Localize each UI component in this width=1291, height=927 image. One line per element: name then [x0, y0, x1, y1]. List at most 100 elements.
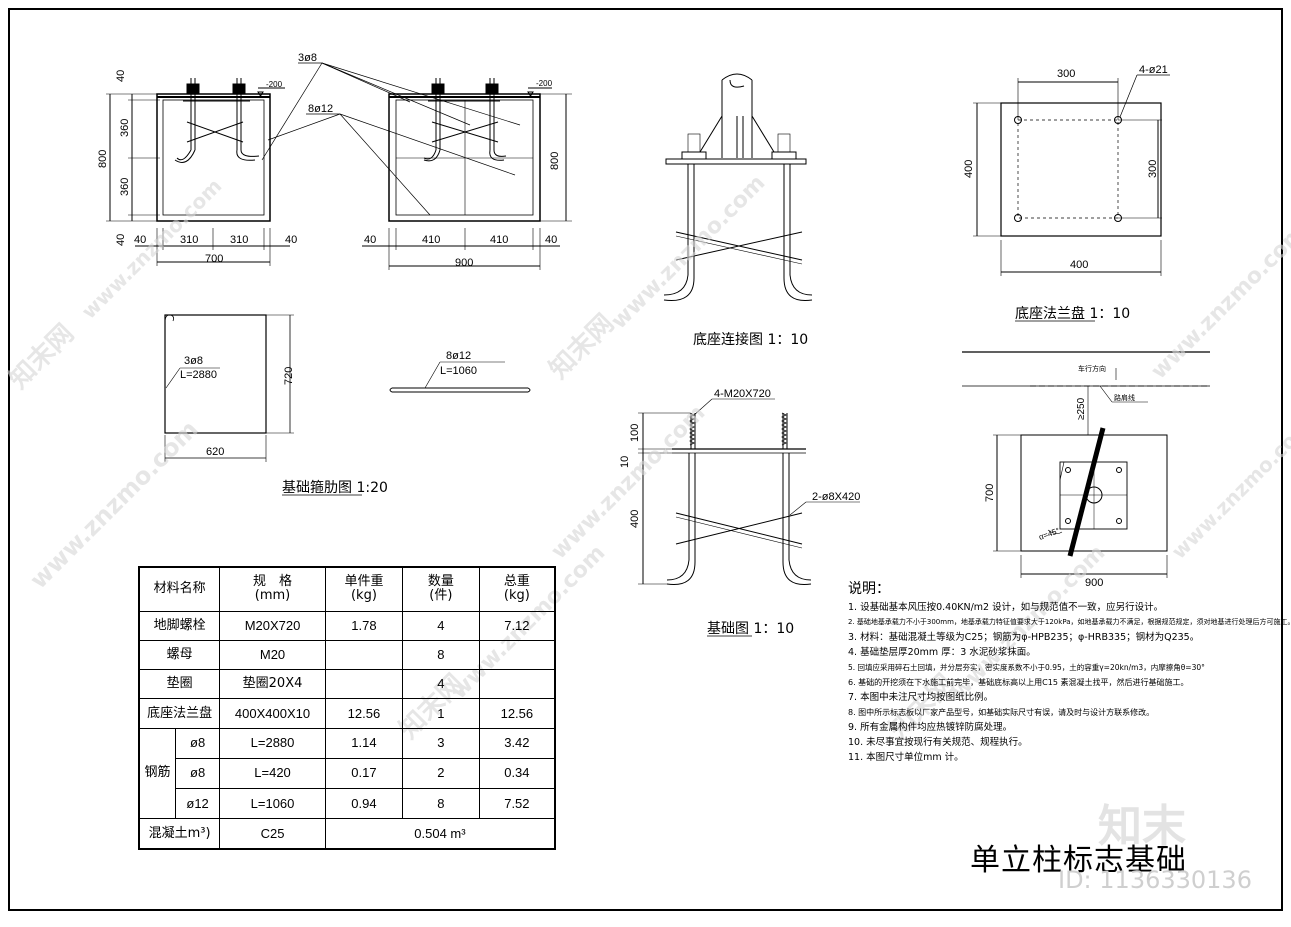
svg-text:知末网: 知末网	[4, 319, 80, 395]
svg-text:www.znzmo.com: www.znzmo.com	[1167, 414, 1291, 564]
row-qty: 8	[402, 640, 480, 671]
watermark-id: ID: 1136330136	[1058, 866, 1252, 894]
bar2-length: L=1060	[440, 365, 477, 377]
rebar-leaders	[261, 62, 521, 216]
elevation-left	[106, 78, 290, 266]
row-name: 地脚螺栓	[138, 610, 221, 642]
row-qty: 1	[402, 698, 480, 729]
concrete-volume: 0.504 m³	[324, 818, 556, 850]
row-total	[478, 669, 556, 700]
concrete-grade: C25	[219, 818, 326, 850]
svg-text:www.znzmo.com: www.znzmo.com	[77, 174, 227, 324]
dim-left-h-310b: 310	[230, 234, 248, 246]
row-qty: 4	[402, 610, 480, 642]
material-table: 材料名称 规 格 (mm) 单件重 (kg) 数量 (件) 总重 (kg) 地脚…	[138, 566, 556, 850]
table-row: 螺母 M20 8	[138, 640, 556, 671]
foundation-dim-400: 400	[629, 510, 641, 528]
notes-block: 说明： 1. 设基础基本风压按0.40KN/m2 设计，如与规范值不一致，应另行…	[848, 578, 1291, 765]
rebar-spec: L=2880	[219, 727, 326, 759]
concrete-label: 混凝土m³)	[138, 818, 221, 850]
flange-left-dim: 400	[963, 160, 975, 178]
note-item: 4. 基础垫层厚20mm 厚：3 水泥砂浆抹面。	[848, 647, 1036, 658]
rebar-spec: L=420	[219, 757, 326, 790]
row-total: 12.56	[478, 698, 556, 729]
plan-angle: α=45°	[1038, 526, 1061, 542]
row-spec: 垫圈20X4	[219, 669, 326, 700]
rebar-total: 3.42	[478, 727, 556, 759]
dim-left-h-40b: 40	[285, 234, 297, 246]
plan-lane-label: 车行方向	[1078, 364, 1106, 373]
row-spec: 400X400X10	[219, 698, 326, 729]
table-row: 底座法兰盘 400X400X10 12.56 1 12.56	[138, 698, 556, 729]
foundation-rebar: 2-ø8X420	[812, 491, 860, 503]
note-item: 11. 本图尺寸单位mm 计。	[848, 752, 964, 763]
row-unit	[324, 640, 404, 671]
foundation-drawing	[638, 398, 860, 586]
flange-top-dim: 300	[1057, 68, 1075, 80]
stirrup-height: 720	[283, 367, 295, 385]
connection-drawing	[663, 73, 813, 302]
rebar-label: 钢筋	[138, 727, 177, 820]
note-item: 10. 未尽事宜按现行有关规范、规程执行。	[848, 737, 1028, 748]
rebar-total: 7.52	[478, 788, 556, 820]
dim-left-40-top: 40	[115, 70, 127, 82]
dim-left-700: 700	[205, 253, 223, 265]
stirrup-drawing	[164, 314, 294, 462]
table-row-rebar: 钢筋 ø8 L=2880 1.14 3 3.42	[138, 727, 556, 820]
stirrup-width: 620	[206, 446, 224, 458]
rebar-dia: ø8	[175, 757, 221, 790]
outer-frame	[8, 8, 1283, 911]
bar2-rebar: 8ø12	[446, 350, 471, 362]
rebar-dia: ø12	[175, 788, 221, 820]
note-item: 5. 回填应采用碎石土回填，并分层夯实，密实度系数不小于0.95，土的容重γ=2…	[848, 663, 1205, 672]
flange-bottom-dim: 400	[1070, 259, 1088, 271]
flange-drawing	[973, 74, 1170, 276]
row-unit	[324, 669, 404, 700]
table-row-rebar: ø8 L=420 0.17 2 0.34	[139, 757, 556, 790]
rebar-total: 0.34	[478, 757, 556, 790]
annot-3phi8: 3ø8	[298, 52, 317, 64]
level-right: -200	[536, 79, 553, 88]
foundation-bolt: 4-M20X720	[714, 388, 771, 400]
plan-dim-700: 700	[984, 484, 996, 502]
dim-left-h-310a: 310	[180, 234, 198, 246]
row-name: 底座法兰盘	[138, 698, 221, 729]
connection-title: 底座连接图 1：10	[693, 331, 808, 348]
rebar-qty: 3	[402, 727, 480, 759]
note-item: 3. 材料：基础混凝土等级为C25；钢筋为φ-HPB235；φ-HRB335；钢…	[848, 632, 1200, 643]
table-header-row: 材料名称 规 格 (mm) 单件重 (kg) 数量 (件) 总重 (kg)	[138, 566, 556, 612]
plan-dim-900: 900	[1085, 577, 1103, 589]
elevation-right	[362, 78, 572, 270]
watermark-brand: 知末	[1098, 801, 1186, 852]
row-name: 螺母	[138, 640, 221, 671]
rebar-spec: L=1060	[219, 788, 326, 820]
flange-right-dim: 300	[1147, 160, 1159, 178]
table-header-qty: 数量 (件)	[402, 566, 480, 612]
plan-edge-label: 路肩线	[1114, 393, 1135, 402]
row-name: 垫圈	[138, 669, 221, 700]
drawing-title: 单立柱标志基础	[970, 843, 1187, 878]
row-qty: 4	[402, 669, 480, 700]
rebar-dia: ø8	[175, 727, 221, 759]
dim-right-h-40a: 40	[364, 234, 376, 246]
rebar-unit: 0.17	[324, 757, 404, 790]
table-header-unit: 单件重 (kg)	[324, 566, 404, 612]
table-header-spec: 规 格 (mm)	[219, 566, 326, 612]
dim-left-360-a: 360	[119, 119, 131, 137]
note-item: 7. 本图中未注尺寸均按图纸比例。	[848, 692, 994, 703]
row-unit: 12.56	[324, 698, 404, 729]
dim-right-h-410b: 410	[490, 234, 508, 246]
table-row-concrete: 混凝土m³) C25 0.504 m³	[138, 818, 556, 850]
dim-right-h-410a: 410	[422, 234, 440, 246]
stirrup-rebar: 3ø8	[184, 355, 203, 367]
foundation-title: 基础图 1：10	[707, 620, 794, 637]
svg-text:www.znzmo.com: www.znzmo.com	[1147, 220, 1291, 384]
dim-right-800: 800	[549, 152, 561, 170]
note-item: 2. 基础地基承载力不小于300mm，地基承载力特征值要求大于120kPa，如地…	[848, 618, 1291, 626]
note-item: 6. 基础的开挖须在下水施工前完毕，基础底标高以上用C15 素混凝土找平，然后进…	[848, 678, 1189, 687]
foundation-dim-100: 100	[629, 424, 641, 442]
plan-drawing	[962, 351, 1210, 578]
table-row: 地脚螺栓 M20X720 1.78 4 7.12	[138, 610, 556, 642]
notes-heading: 说明：	[848, 581, 890, 597]
table-row-rebar: ø12 L=1060 0.94 8 7.52	[139, 788, 556, 820]
